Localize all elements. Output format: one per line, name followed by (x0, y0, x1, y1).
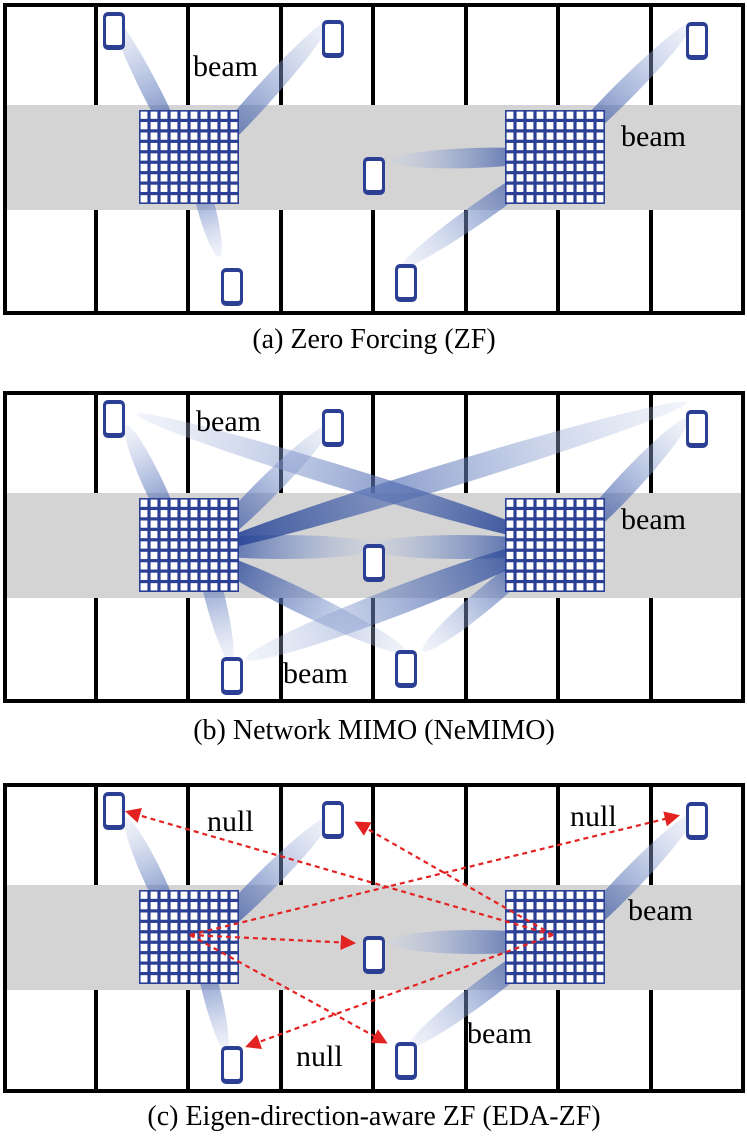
null-arrow (189, 934, 388, 1044)
phone-icon (103, 792, 125, 830)
beam-label: beam (621, 503, 686, 536)
caption-a: (a) Zero Forcing (ZF) (252, 324, 495, 355)
panel-a: beam beam (a) Zero Forcing (ZF) (3, 3, 745, 355)
null-label: null (296, 1040, 343, 1073)
beam (245, 539, 555, 661)
phone-icon (103, 400, 125, 438)
phone-icon (686, 802, 708, 840)
phone-icon (395, 264, 417, 302)
beam-label: beam (621, 120, 686, 153)
phone-icon (363, 936, 385, 974)
beam-label: beam (196, 405, 261, 438)
phone-icon (363, 544, 385, 582)
phones-b (103, 400, 708, 695)
phone-icon (322, 20, 344, 58)
null-label: null (207, 805, 254, 838)
panel-c: null null null beam beam (c) Eigen-direc… (3, 783, 745, 1132)
beam (199, 401, 687, 553)
antenna-array-icon (139, 110, 239, 204)
panel-frame-a (3, 3, 745, 315)
phone-icon (221, 1046, 243, 1084)
antenna-array-icon (139, 498, 239, 592)
phone-icon (686, 22, 708, 60)
antennas-b (139, 498, 605, 592)
beam-label: beam (283, 657, 348, 690)
antennas-c (139, 890, 605, 984)
panel-b: beam beam beam (b) Network MIMO (NeMIMO) (3, 391, 745, 746)
beam-label: beam (467, 1017, 532, 1050)
phone-icon (395, 650, 417, 688)
phone-icon (103, 12, 125, 50)
caption-c: (c) Eigen-direction-aware ZF (EDA-ZF) (147, 1101, 600, 1132)
panel-frame-c (3, 783, 745, 1093)
phone-icon (363, 157, 385, 195)
phones-a (103, 12, 708, 306)
antennas-a (139, 110, 605, 204)
caption-b: (b) Network MIMO (NeMIMO) (193, 715, 555, 746)
phone-icon (395, 1042, 417, 1080)
phones-c (103, 792, 708, 1084)
phone-icon (322, 801, 344, 839)
beam-label: beam (193, 50, 258, 83)
null-label: null (570, 800, 617, 833)
null-arrows (125, 808, 680, 1050)
antenna-array-icon (139, 890, 239, 984)
phone-icon (221, 268, 243, 306)
null-arrow (189, 933, 357, 951)
null-arrow (354, 821, 554, 936)
null-arrow (189, 811, 680, 937)
antenna-array-icon (505, 890, 605, 984)
beam (136, 413, 554, 543)
antenna-array-icon (505, 110, 605, 204)
phone-icon (686, 410, 708, 448)
null-arrow (245, 933, 554, 1050)
antenna-array-icon (505, 498, 605, 592)
null-arrow (125, 808, 554, 937)
phone-icon (221, 657, 243, 695)
beam-label: beam (628, 894, 693, 927)
phone-icon (322, 409, 344, 447)
